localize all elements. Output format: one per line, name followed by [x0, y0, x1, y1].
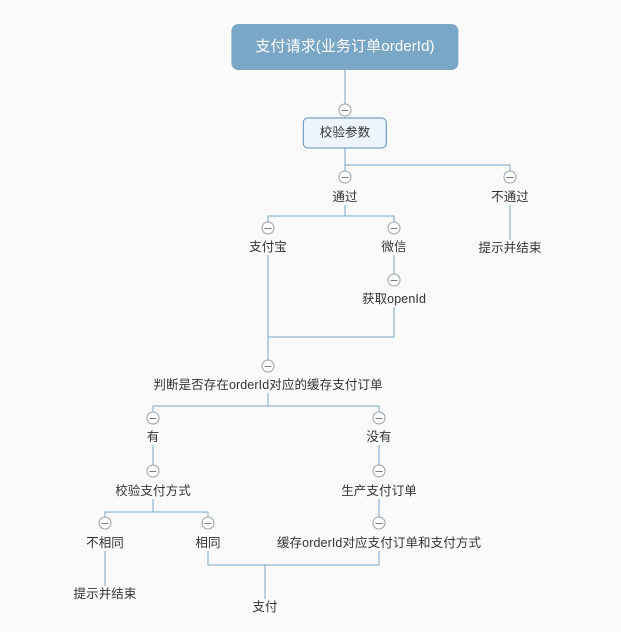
connector-line	[207, 551, 380, 566]
node-fail-end[interactable]: 提示并结束	[478, 241, 542, 255]
connector-line	[344, 148, 511, 171]
node-root[interactable]: 支付请求(业务订单orderId)	[231, 24, 459, 70]
collapse-minus-icon[interactable]	[387, 273, 401, 287]
connector-line	[104, 499, 154, 517]
node-wechat[interactable]: 微信	[381, 240, 407, 254]
node-fail[interactable]: 不通过	[491, 190, 529, 204]
collapse-minus-icon[interactable]	[372, 464, 386, 478]
collapse-minus-icon[interactable]	[372, 516, 386, 530]
node-cache-order[interactable]: 缓存orderId对应支付订单和支付方式	[276, 536, 482, 550]
connector-line	[267, 205, 346, 222]
collapse-minus-icon[interactable]	[261, 359, 275, 373]
collapse-minus-icon[interactable]	[201, 516, 215, 530]
node-check-method[interactable]: 校验支付方式	[115, 484, 191, 498]
node-check-cache[interactable]: 判断是否存在orderId对应的缓存支付订单	[153, 378, 383, 392]
collapse-minus-icon[interactable]	[338, 170, 352, 184]
collapse-minus-icon[interactable]	[338, 103, 352, 117]
node-has[interactable]: 有	[146, 430, 160, 444]
node-same[interactable]: 相同	[195, 536, 221, 550]
node-not-same[interactable]: 不相同	[86, 536, 124, 550]
collapse-minus-icon[interactable]	[146, 411, 160, 425]
collapse-minus-icon[interactable]	[503, 170, 517, 184]
node-get-openid[interactable]: 获取openId	[361, 292, 427, 306]
node-notsame-end[interactable]: 提示并结束	[73, 587, 137, 601]
node-none[interactable]: 没有	[366, 430, 392, 444]
node-pay[interactable]: 支付	[252, 600, 278, 614]
node-verify[interactable]: 校验参数	[302, 117, 388, 149]
connector-line	[267, 307, 395, 360]
node-create-order[interactable]: 生产支付订单	[341, 484, 417, 498]
collapse-minus-icon[interactable]	[372, 411, 386, 425]
node-pass[interactable]: 通过	[332, 190, 358, 204]
connector-line	[268, 405, 380, 412]
collapse-minus-icon[interactable]	[261, 221, 275, 235]
connector-line	[345, 215, 395, 222]
node-alipay[interactable]: 支付宝	[249, 240, 287, 254]
connector-line	[152, 393, 269, 412]
collapse-minus-icon[interactable]	[98, 516, 112, 530]
connector-line	[153, 511, 209, 517]
collapse-minus-icon[interactable]	[387, 221, 401, 235]
collapse-minus-icon[interactable]	[146, 464, 160, 478]
